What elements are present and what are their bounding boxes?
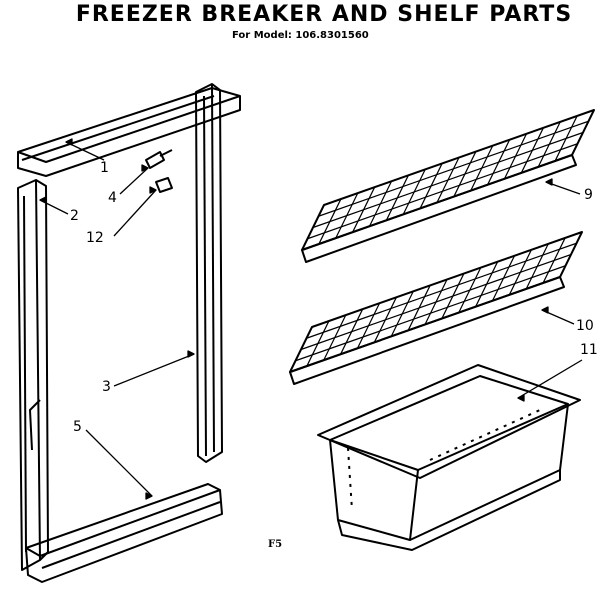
leader-arrow-10: [541, 306, 549, 314]
callout-4: 4: [108, 190, 117, 206]
callout-11: 11: [580, 342, 598, 358]
leader-line-11: [517, 359, 583, 399]
screw: [145, 149, 173, 169]
callout-9: 9: [584, 187, 593, 203]
leader-arrow-11: [517, 394, 525, 402]
callout-10: 10: [576, 318, 594, 334]
leader-line-3: [113, 353, 195, 387]
leader-line-4: [119, 167, 149, 195]
leader-arrow-1: [65, 138, 73, 146]
upper-shelf: [301, 109, 595, 263]
leader-arrow-2: [39, 196, 47, 204]
callout-12: 12: [86, 230, 104, 246]
bottom-breaker-strip: [25, 483, 223, 583]
leader-arrow-4: [141, 164, 149, 172]
top-breaker-strip: [17, 87, 241, 177]
left-breaker-panel: [17, 179, 49, 571]
leader-line-12: [113, 189, 157, 237]
leader-arrow-12: [149, 186, 157, 194]
leader-arrow-9: [545, 178, 553, 186]
clip: [155, 177, 173, 193]
figure-code: F5: [268, 539, 283, 550]
callout-3: 3: [102, 379, 111, 395]
leader-line-5: [85, 429, 153, 497]
callout-1: 1: [100, 160, 109, 176]
crisper-pan: [317, 364, 581, 551]
model-number: For Model: 106.8301560: [232, 30, 369, 41]
callout-2: 2: [70, 208, 79, 224]
callout-leaders: [39, 138, 583, 500]
leader-arrow-3: [187, 350, 195, 358]
leader-arrow-5: [145, 492, 153, 500]
vertical-breaker-strip: [195, 83, 223, 463]
callout-5: 5: [73, 419, 82, 435]
diagram-title: FREEZER BREAKER AND SHELF PARTS: [75, 2, 573, 27]
lower-shelf: [289, 231, 583, 385]
